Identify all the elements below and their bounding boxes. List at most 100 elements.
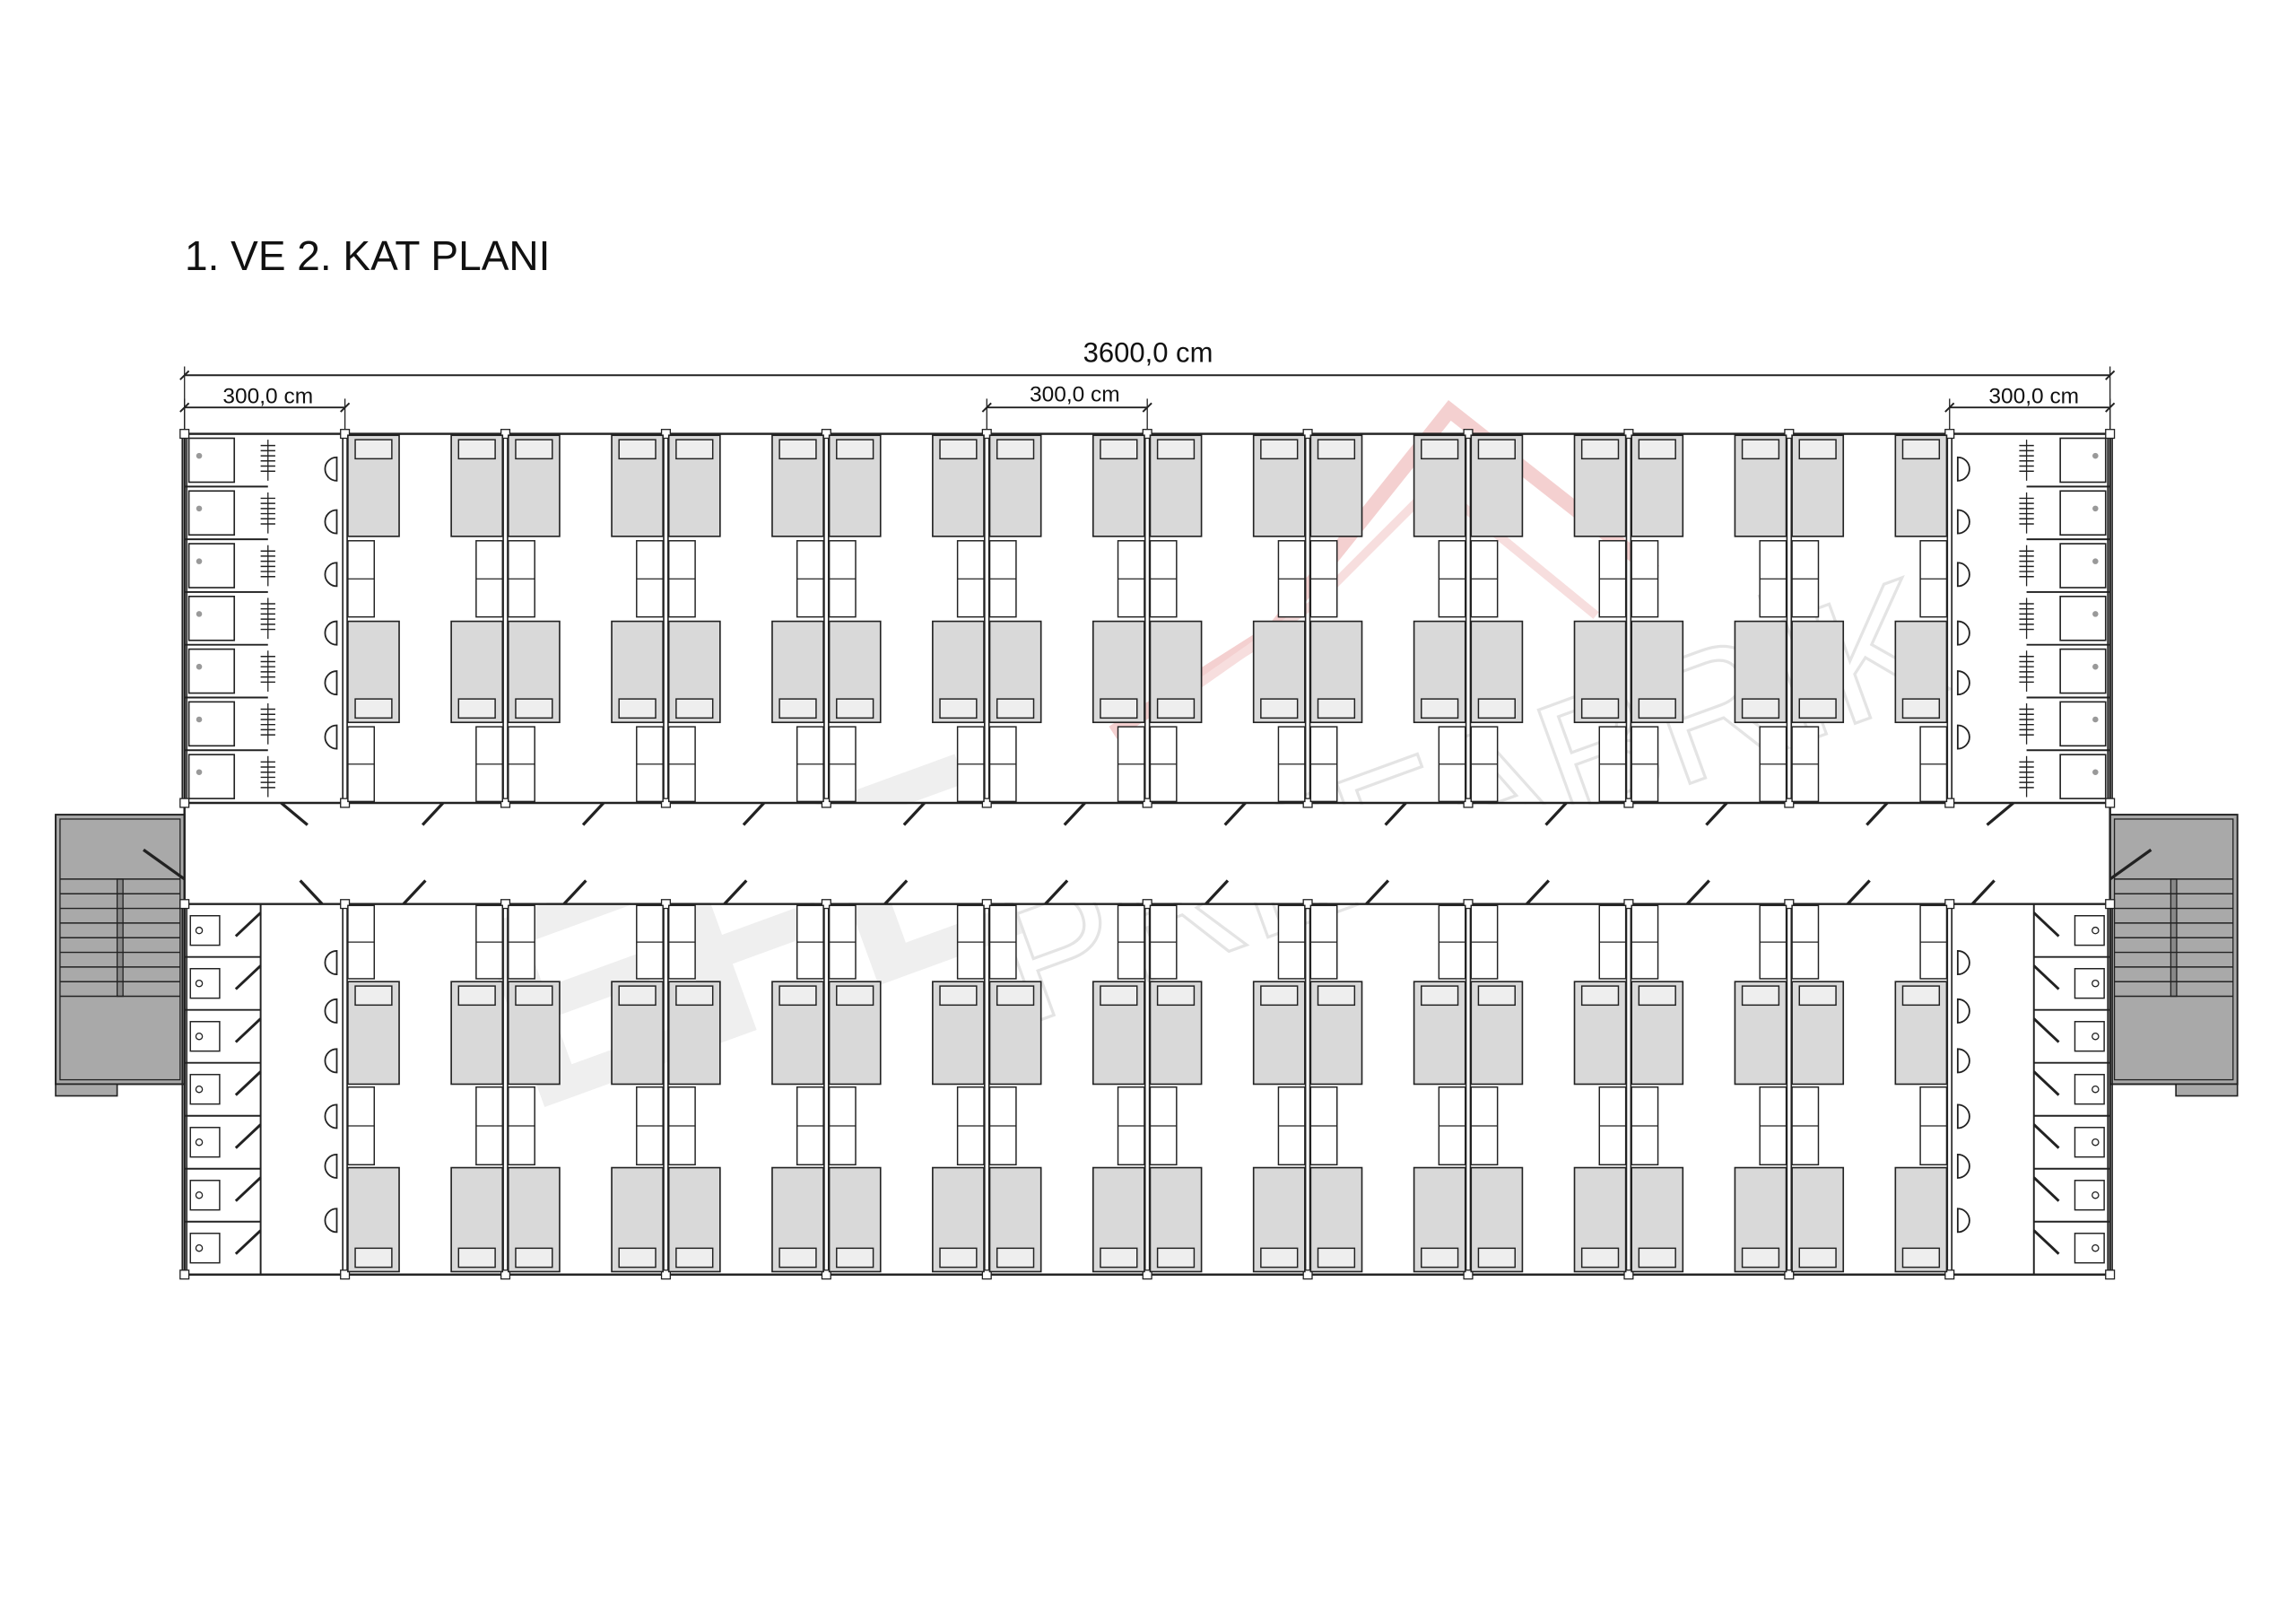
toilet-drain: [195, 1243, 204, 1252]
pillow: [996, 439, 1035, 460]
pillow: [1741, 439, 1780, 460]
sink-icon: [1956, 1208, 1970, 1234]
bed: [932, 1166, 985, 1273]
wardrobe: [1919, 726, 1948, 803]
room-door: [902, 801, 926, 826]
wardrobe: [1631, 540, 1659, 618]
bed: [988, 981, 1042, 1086]
wardrobe: [1277, 1086, 1306, 1166]
pillow: [1477, 985, 1516, 1007]
pillow: [1477, 698, 1516, 719]
bed: [1149, 620, 1203, 724]
bed: [1149, 1166, 1203, 1273]
wardrobe: [1631, 726, 1659, 803]
sink-icon: [1956, 562, 1970, 588]
stair-inner-edge: [59, 818, 181, 1081]
wall-post: [981, 1269, 992, 1280]
room-module-5: [988, 434, 1145, 1273]
room-door: [1686, 879, 1710, 905]
toilet-drain: [2092, 1032, 2100, 1041]
dimension-left-label: 300,0 cm: [222, 384, 313, 408]
room-door: [1846, 879, 1871, 905]
wardrobe: [988, 904, 1017, 980]
wardrobe: [347, 1086, 376, 1166]
wall-post: [179, 899, 190, 910]
bed: [1309, 981, 1363, 1086]
pillow: [939, 439, 978, 460]
shower-tray: [187, 490, 236, 536]
shower-tray: [187, 437, 236, 484]
wall-post: [660, 798, 671, 808]
dimension-left-line-tick: [340, 402, 351, 413]
sink-icon: [1956, 1048, 1970, 1074]
wall-post: [500, 798, 511, 808]
wall-post: [179, 429, 190, 440]
wardrobe: [1759, 904, 1787, 980]
wardrobe: [956, 904, 985, 980]
wall-post: [821, 1269, 831, 1280]
pillow: [354, 439, 393, 460]
room-module-10: [1791, 434, 1948, 1273]
washroom-door: [1970, 879, 1996, 905]
toilet-door: [2032, 1123, 2060, 1149]
wall-post: [1302, 798, 1313, 808]
bed: [828, 434, 882, 537]
pillow: [457, 985, 496, 1007]
toilet-icon: [189, 1180, 221, 1211]
dimension-right-line-tick: [2105, 402, 2116, 413]
bed: [828, 620, 882, 724]
sink-icon: [324, 998, 338, 1024]
room-door: [1705, 801, 1728, 826]
dimension-middle-line-tick: [1142, 402, 1152, 413]
shower-tray: [187, 543, 236, 589]
sink-icon: [324, 1048, 338, 1074]
wardrobe: [1470, 726, 1499, 803]
pillow: [778, 439, 817, 460]
corridor: [186, 804, 2109, 903]
room-door: [421, 801, 445, 826]
pillow: [1638, 985, 1676, 1007]
bed: [1734, 981, 1787, 1086]
bed: [828, 1166, 882, 1273]
bed: [932, 434, 985, 537]
pillow: [1156, 985, 1196, 1007]
wardrobe: [828, 726, 857, 803]
pillow: [354, 985, 393, 1007]
toilet-icon: [2074, 1233, 2105, 1264]
toilet-door: [234, 1176, 262, 1202]
pillow: [1901, 985, 1941, 1007]
wardrobe: [796, 726, 824, 803]
bed: [1091, 981, 1145, 1086]
pillow: [515, 439, 553, 460]
wall-post: [821, 899, 831, 910]
room-module-2: [507, 434, 664, 1273]
bed: [347, 981, 400, 1086]
wardrobe: [1277, 904, 1306, 980]
wardrobe: [1117, 904, 1145, 980]
wardrobe: [1149, 1086, 1178, 1166]
dimension-left-line-tick: [179, 402, 190, 413]
dimension-right-label: 300,0 cm: [1988, 384, 2079, 408]
room-module-6: [1149, 434, 1306, 1273]
pillow: [1260, 985, 1299, 1007]
shower-head: [196, 505, 203, 512]
bed: [450, 434, 504, 537]
wall-post: [2105, 899, 2116, 910]
toilet-door: [2032, 1176, 2060, 1202]
pillow: [1156, 1247, 1196, 1269]
pillow: [1580, 1247, 1620, 1269]
wardrobe: [1919, 1086, 1948, 1166]
bed: [1894, 434, 1948, 537]
room-door: [742, 801, 766, 826]
wardrobe: [1919, 540, 1948, 618]
room-module-8: [1470, 434, 1627, 1273]
bed: [1470, 1166, 1524, 1273]
wardrobe: [1149, 540, 1178, 618]
wall-post: [1623, 429, 1634, 440]
bed: [667, 620, 721, 724]
wardrobe: [475, 1086, 504, 1166]
stair-step-out: [2175, 1083, 2239, 1097]
pillow: [675, 985, 714, 1007]
pillow: [778, 1247, 817, 1269]
washroom-door: [1986, 801, 2014, 826]
